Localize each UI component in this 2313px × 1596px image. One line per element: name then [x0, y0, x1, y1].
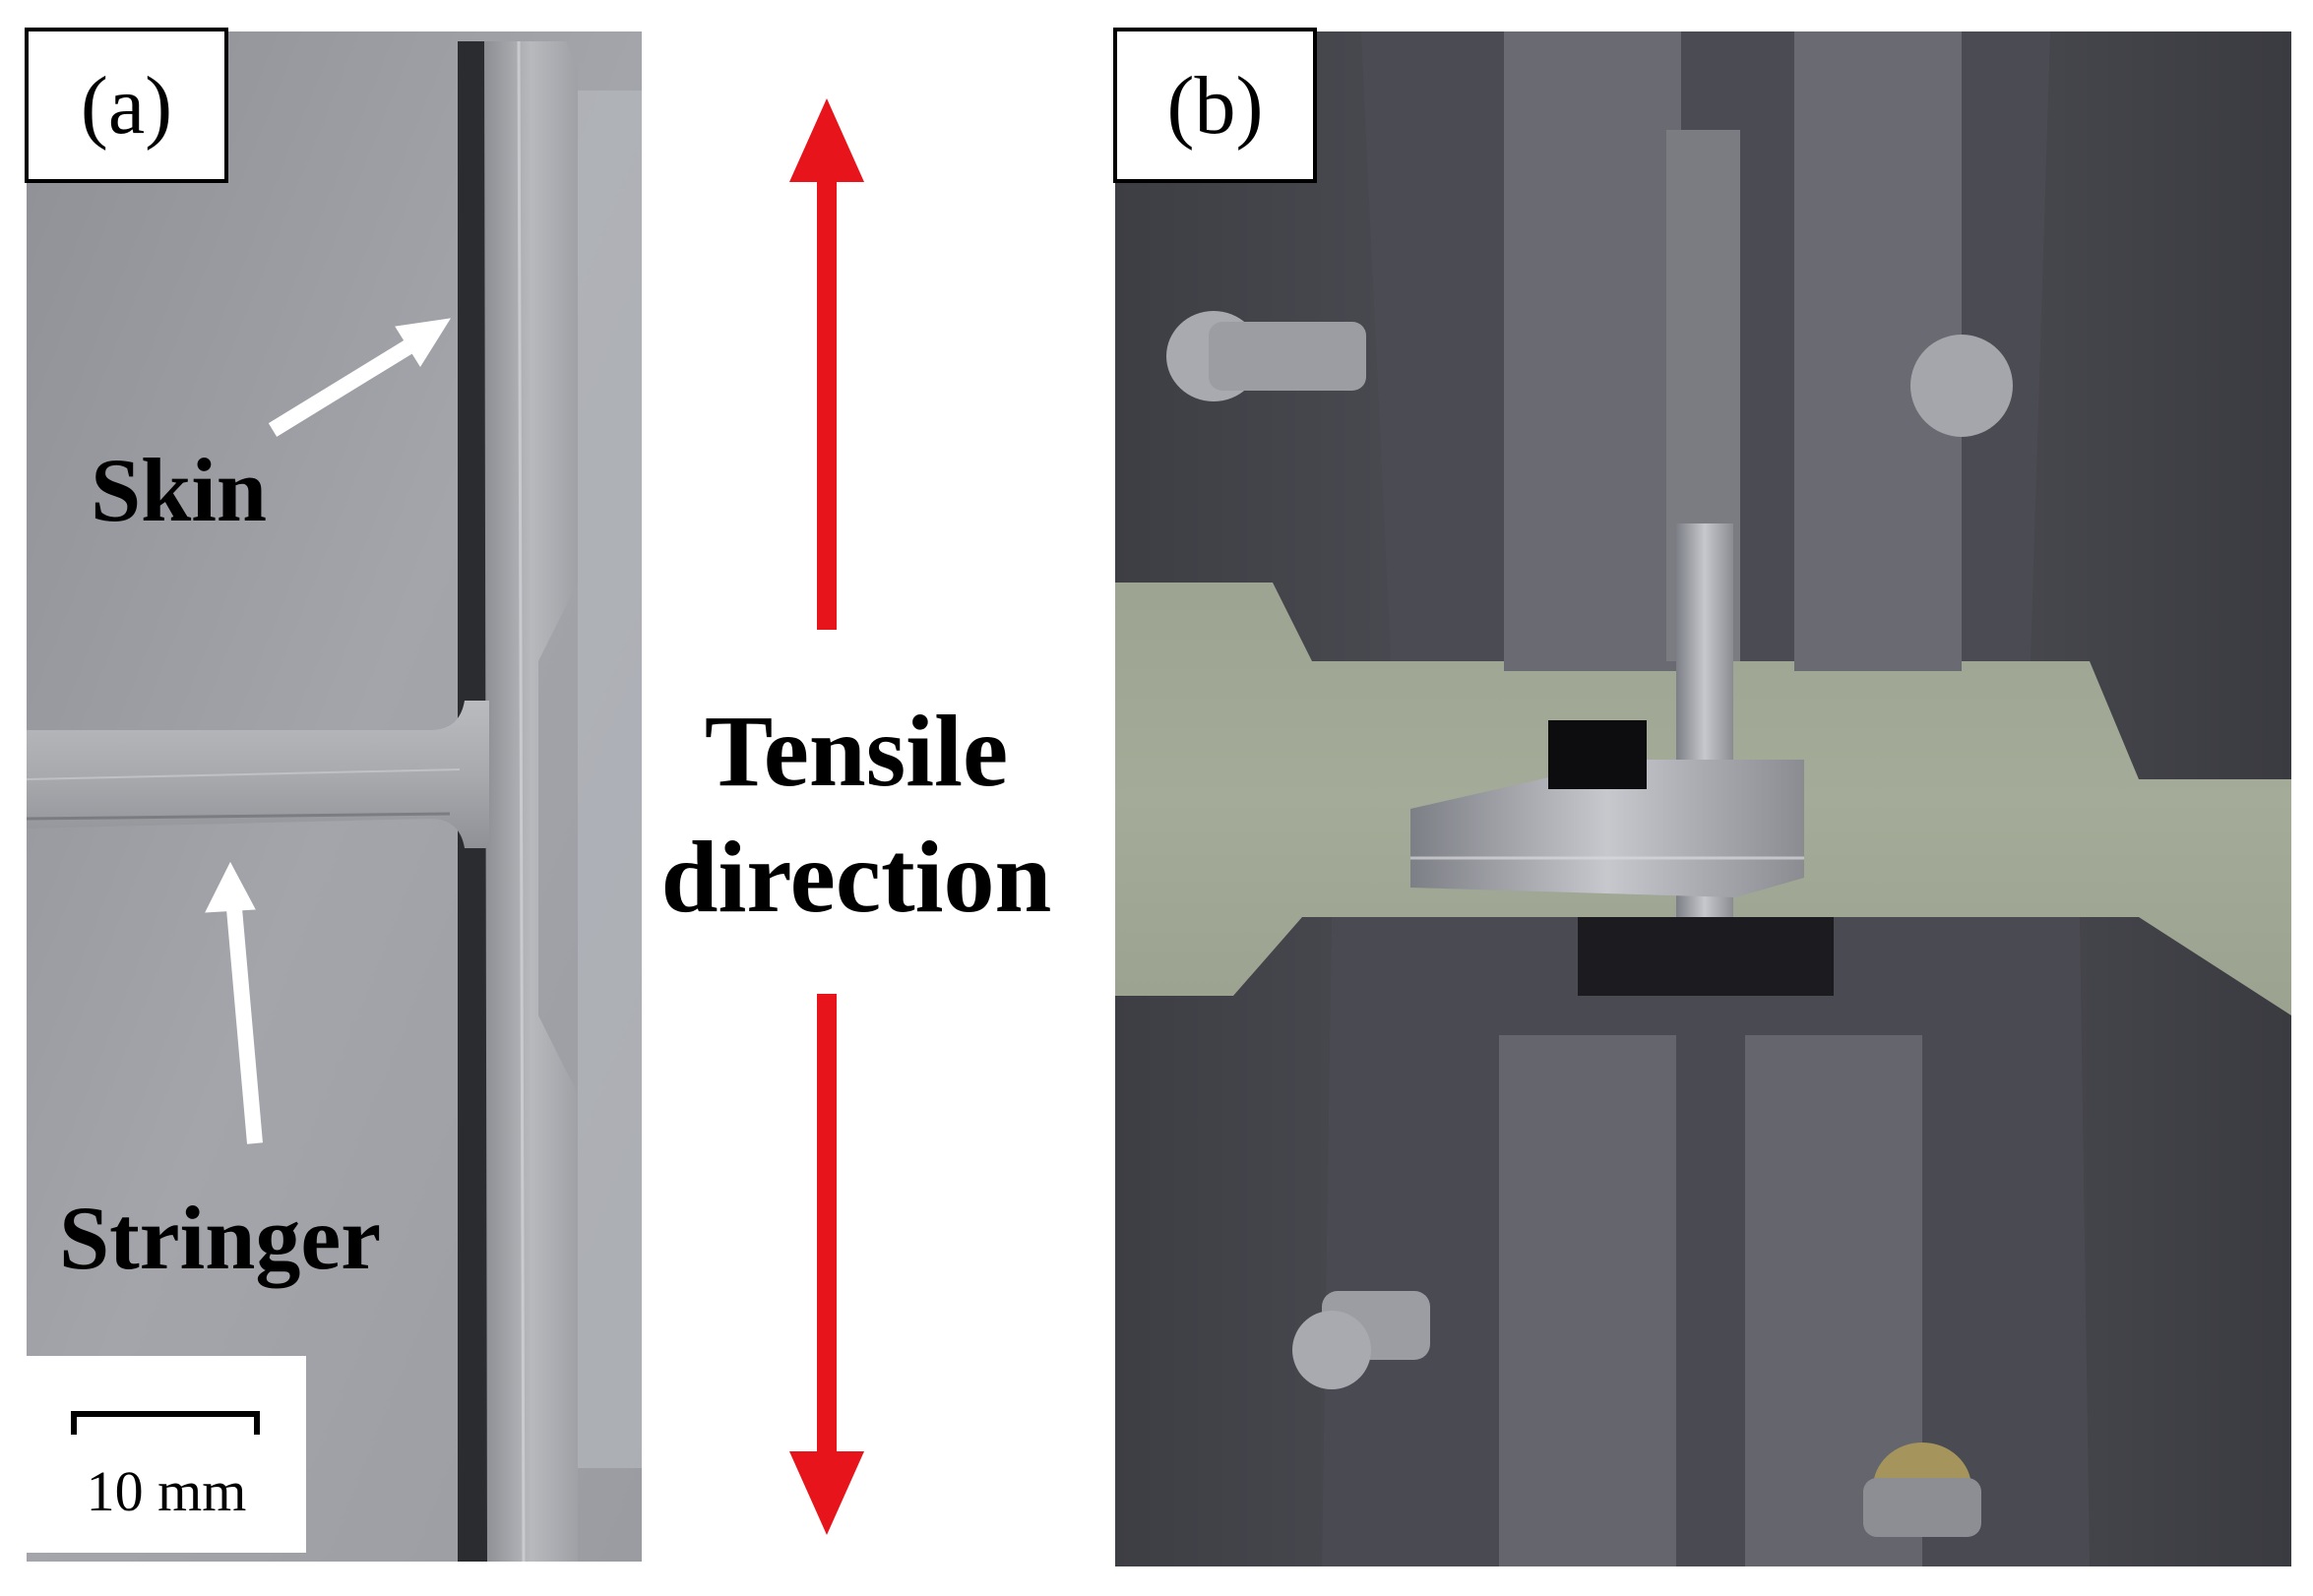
- test-setup-photo-drawing: [1115, 31, 2291, 1566]
- down-arrow: [789, 994, 864, 1535]
- scale-bar: [71, 1411, 260, 1435]
- photo-t-joint-specimen: [27, 31, 642, 1562]
- up-arrow: [789, 98, 864, 630]
- tensile-direction-line-1: Tensile: [704, 695, 1009, 808]
- panel-tag-b: (b): [1113, 28, 1317, 183]
- scale-bar-label: 10 mm: [86, 1459, 247, 1523]
- skin-label: Skin: [91, 440, 268, 540]
- tensile-direction-label: Tensile direction: [610, 689, 1102, 941]
- stringer-label: Stringer: [59, 1188, 382, 1288]
- tensile-direction-arrows: [789, 98, 864, 1535]
- panel-tag-a: (a): [25, 28, 228, 183]
- scale-bar-box: 10 mm: [27, 1356, 306, 1553]
- specimen-photo-drawing: [27, 31, 642, 1562]
- photo-tensile-test-setup: [1115, 31, 2291, 1566]
- tensile-direction-line-2: direction: [660, 821, 1052, 934]
